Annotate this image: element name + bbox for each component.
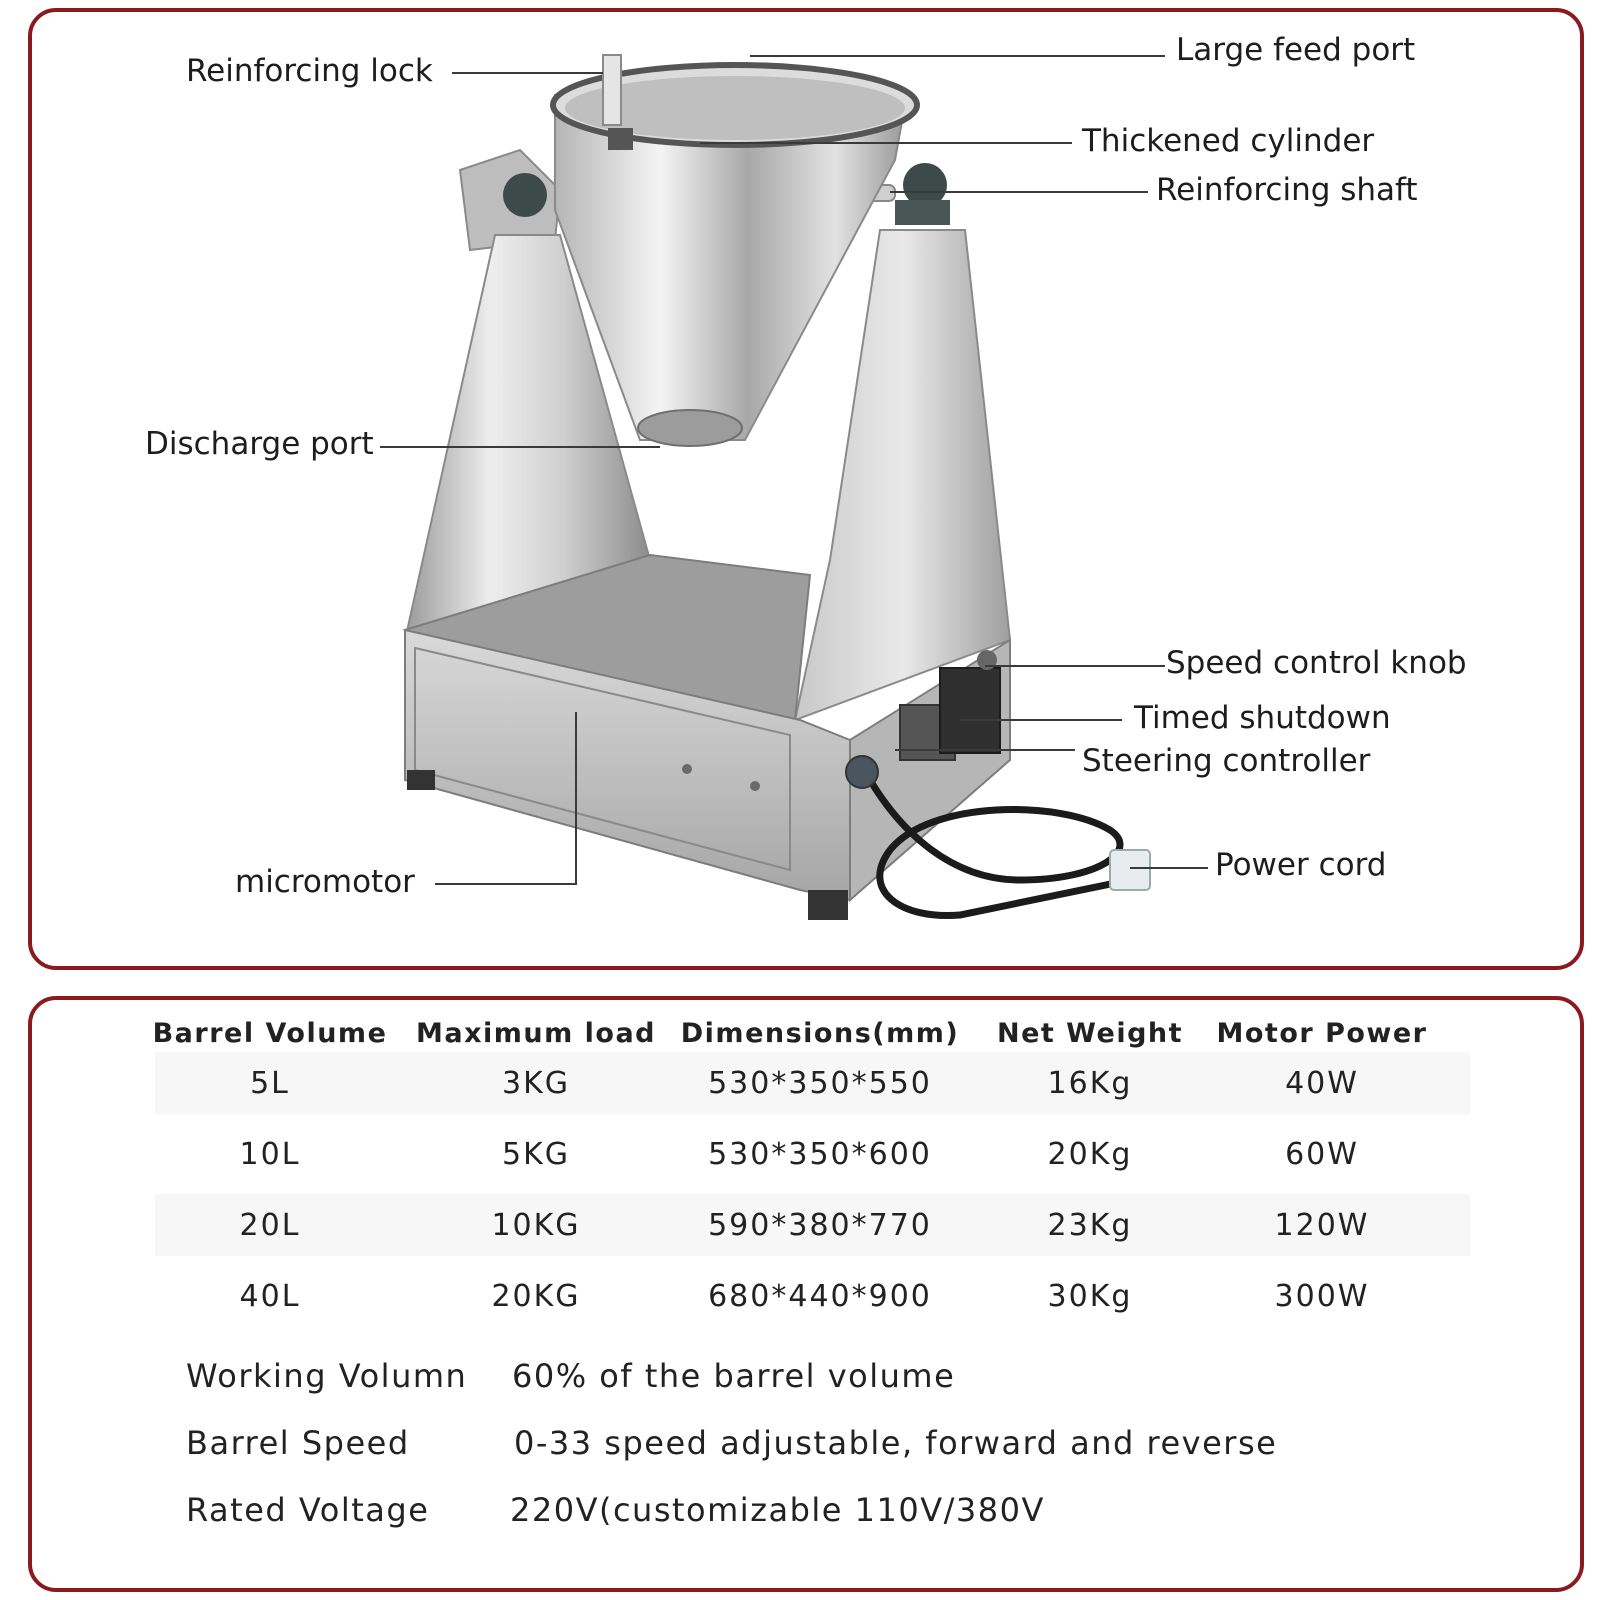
header-barrel-volume: Barrel Volume (152, 1018, 388, 1049)
callout-reinforcing-shaft: Reinforcing shaft (1156, 172, 1418, 208)
barrel-speed-label: Barrel Speed (186, 1424, 410, 1462)
mixer-machine-illustration (380, 54, 1208, 920)
callout-timed-shutdown: Timed shutdown (1134, 700, 1391, 736)
controller-box (939, 667, 1001, 754)
reinforcing-lock-part (602, 54, 622, 126)
power-plug (1109, 849, 1151, 891)
table-cell: 20Kg (1047, 1137, 1133, 1172)
callout-discharge-port: Discharge port (145, 426, 374, 462)
right-bearing (903, 163, 947, 207)
header-dimensions: Dimensions(mm) (680, 1018, 960, 1049)
header-motor-power: Motor Power (1216, 1018, 1428, 1049)
callout-speed-control-knob: Speed control knob (1166, 645, 1467, 681)
working-volume-value: 60% of the barrel volume (512, 1357, 956, 1395)
table-cell: 20KG (491, 1279, 581, 1314)
callout-reinforcing-lock: Reinforcing lock (186, 53, 433, 89)
table-cell: 16Kg (1047, 1066, 1133, 1101)
table-cell: 530*350*600 (708, 1137, 932, 1172)
table-cell: 590*380*770 (708, 1208, 932, 1243)
right-frame-leg (793, 229, 1012, 722)
leader-lines (380, 55, 1208, 885)
table-cell: 10L (239, 1137, 301, 1172)
callout-power-cord: Power cord (1215, 847, 1387, 883)
foot-left (407, 770, 435, 790)
table-cell: 40W (1285, 1066, 1359, 1101)
barrel-speed-value: 0-33 speed adjustable, forward and rever… (514, 1424, 1278, 1462)
discharge-end (637, 409, 743, 447)
table-cell: 5L (250, 1066, 290, 1101)
header-maximum-load: Maximum load (416, 1018, 656, 1049)
power-cord (866, 778, 1131, 920)
callout-large-feed-port: Large feed port (1176, 32, 1416, 68)
table-cell: 300W (1274, 1279, 1370, 1314)
foot-right (808, 890, 848, 920)
table-cell: 60W (1285, 1137, 1359, 1172)
table-cell: 680*440*900 (708, 1279, 932, 1314)
callout-micromotor: micromotor (235, 864, 415, 900)
row-background-3 (155, 1194, 1470, 1256)
rated-voltage-value: 220V(customizable 110V/380V (510, 1491, 1045, 1529)
working-volume-label: Working Volumn (186, 1357, 468, 1395)
table-cell: 23Kg (1047, 1208, 1133, 1243)
table-cell: 530*350*550 (708, 1066, 932, 1101)
left-bearing (503, 173, 547, 217)
table-cell: 5KG (501, 1137, 570, 1172)
cord-connector (845, 755, 879, 789)
table-cell: 30Kg (1047, 1279, 1133, 1314)
table-cell: 20L (239, 1208, 301, 1243)
table-cell: 120W (1274, 1208, 1370, 1243)
callout-steering-controller: Steering controller (1082, 743, 1371, 779)
table-cell: 40L (239, 1279, 301, 1314)
row-background-1 (155, 1052, 1470, 1114)
screw-1 (682, 764, 692, 774)
screw-2 (750, 781, 760, 791)
header-net-weight: Net Weight (996, 1018, 1184, 1049)
table-cell: 10KG (491, 1208, 581, 1243)
callout-thickened-cylinder: Thickened cylinder (1082, 123, 1375, 159)
rated-voltage-label: Rated Voltage (186, 1491, 430, 1529)
table-cell: 3KG (501, 1066, 570, 1101)
